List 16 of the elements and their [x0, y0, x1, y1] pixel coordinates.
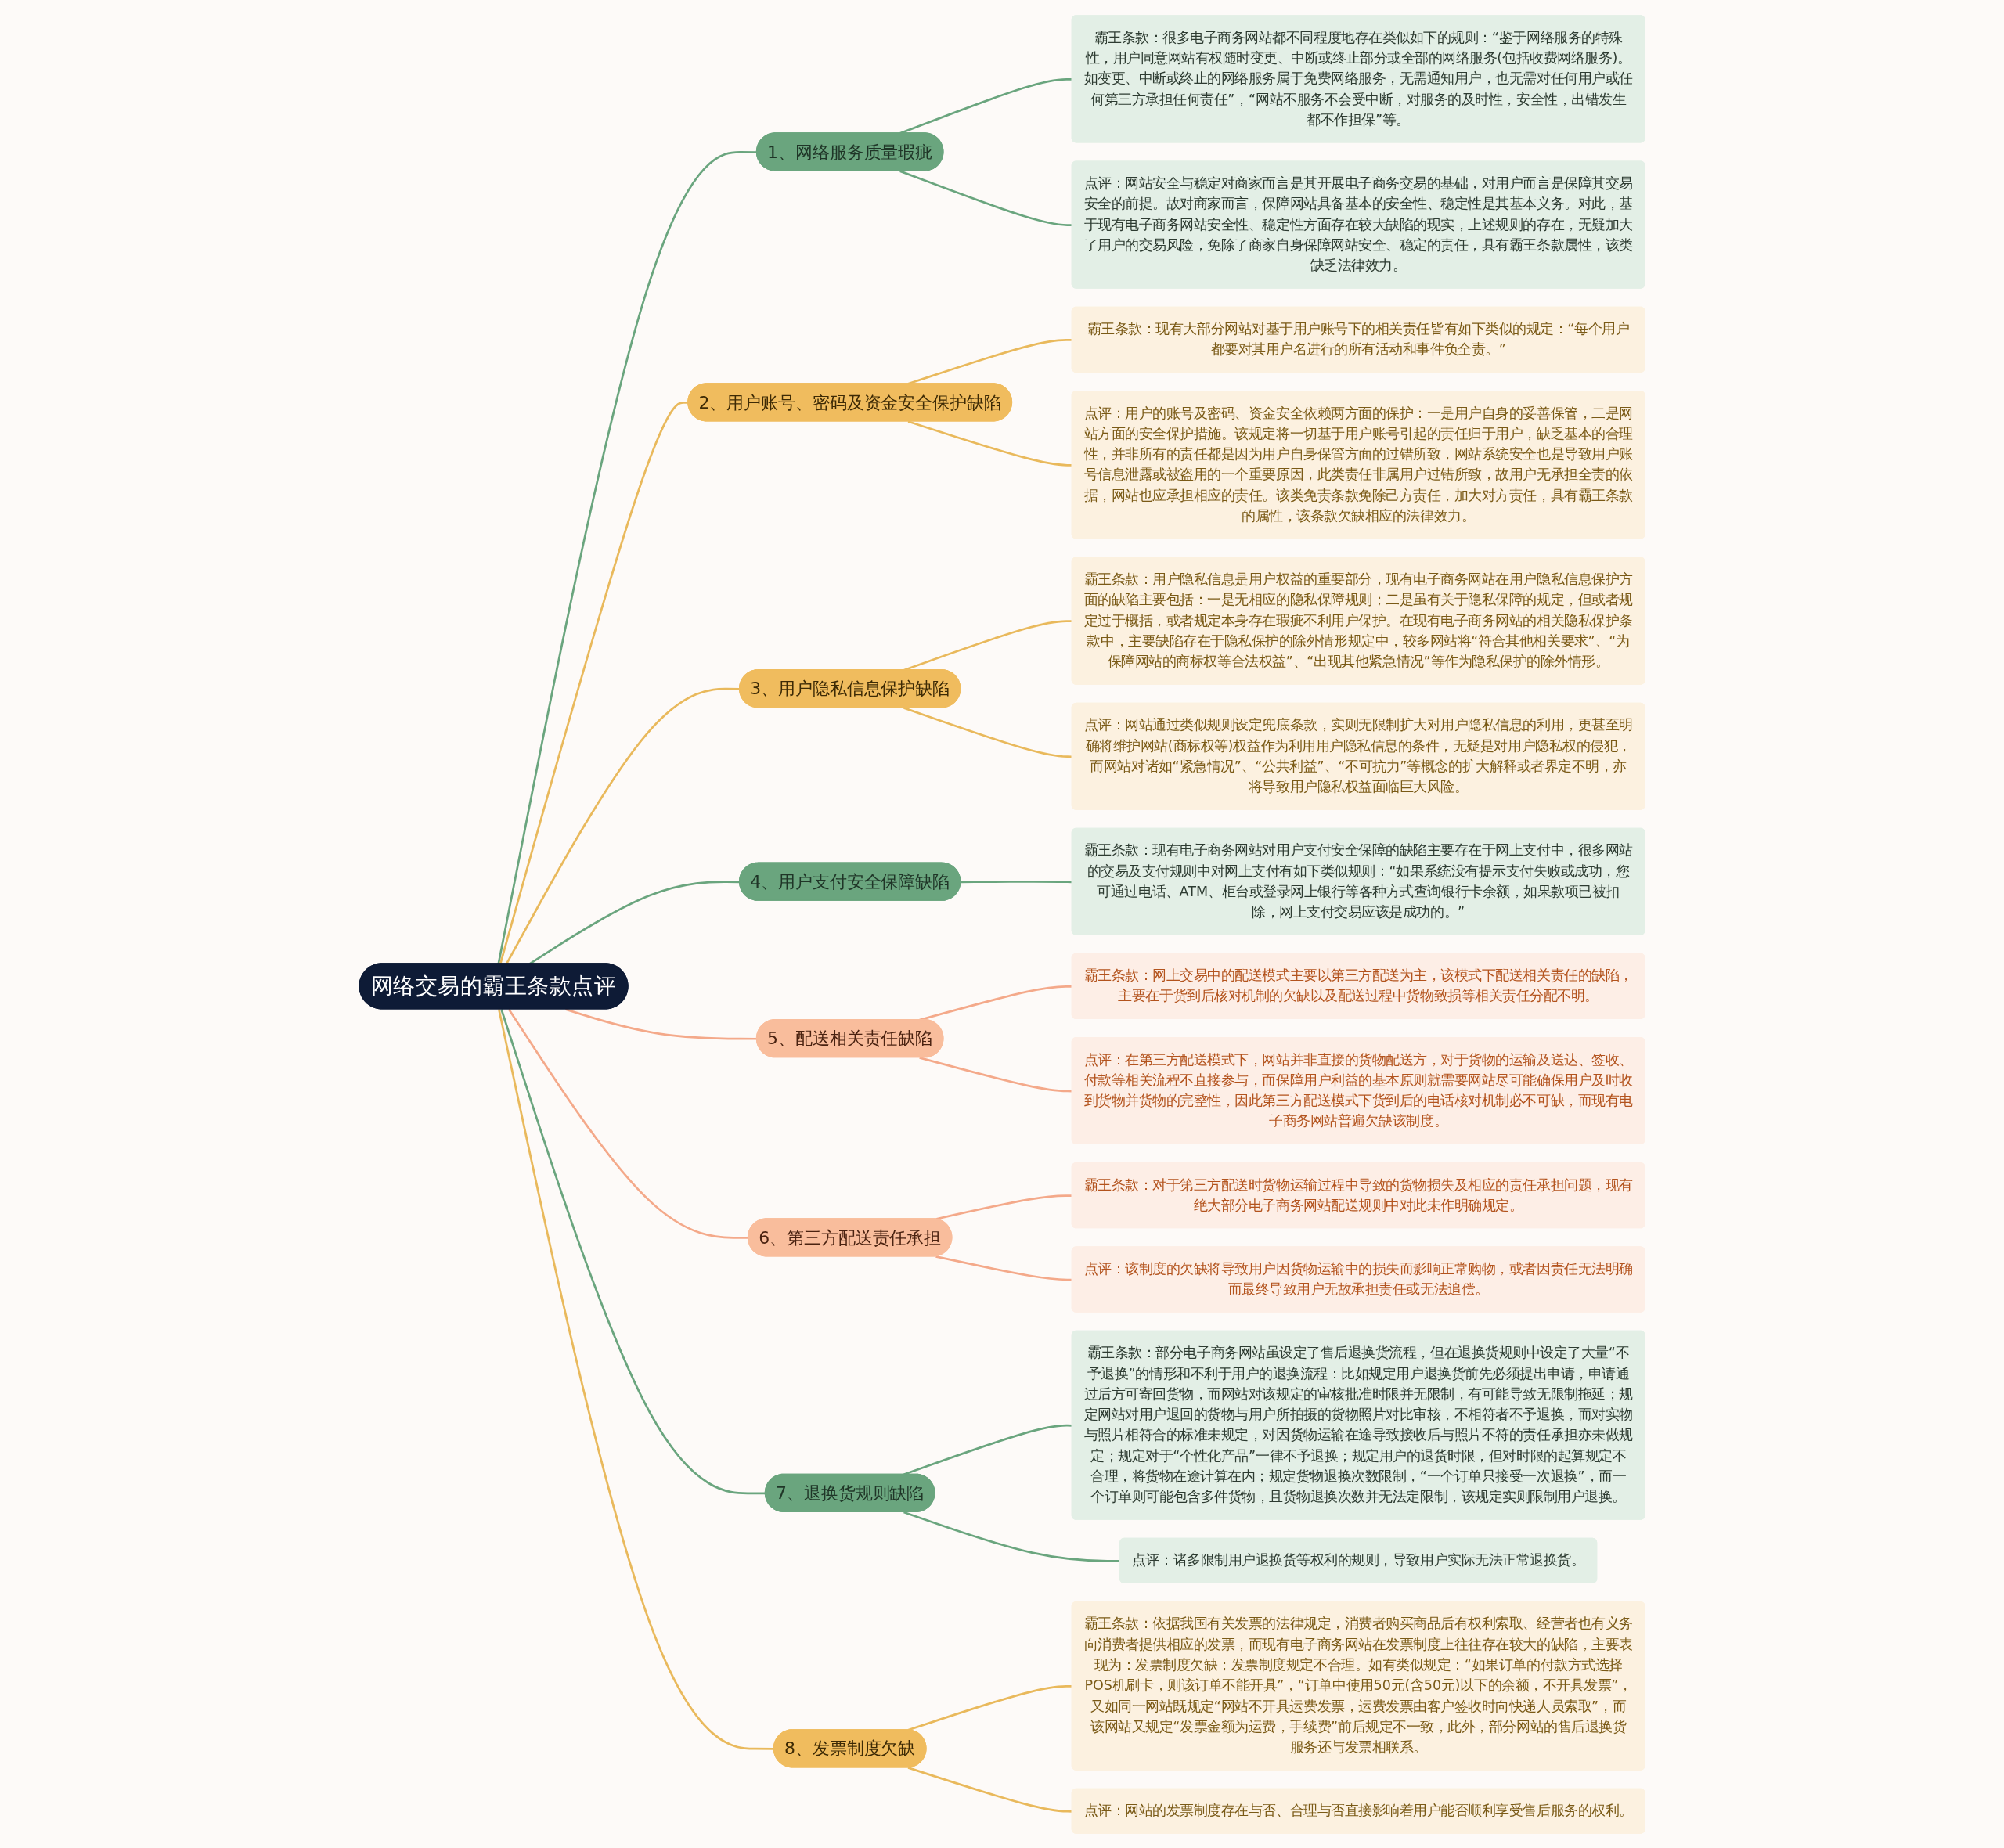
connector	[903, 706, 1072, 758]
connector	[899, 169, 1072, 226]
connector	[903, 619, 1072, 671]
connector	[499, 401, 689, 964]
connector	[907, 1766, 1072, 1813]
connector	[497, 150, 757, 964]
connector	[498, 1008, 774, 1750]
connector	[935, 1255, 1072, 1281]
connector	[500, 1008, 766, 1494]
connector	[907, 420, 1072, 467]
connector	[507, 1008, 748, 1239]
connector	[919, 1056, 1072, 1092]
connector	[564, 1007, 757, 1040]
connector	[961, 880, 1072, 883]
connector	[919, 985, 1072, 1021]
connector	[935, 1194, 1072, 1220]
